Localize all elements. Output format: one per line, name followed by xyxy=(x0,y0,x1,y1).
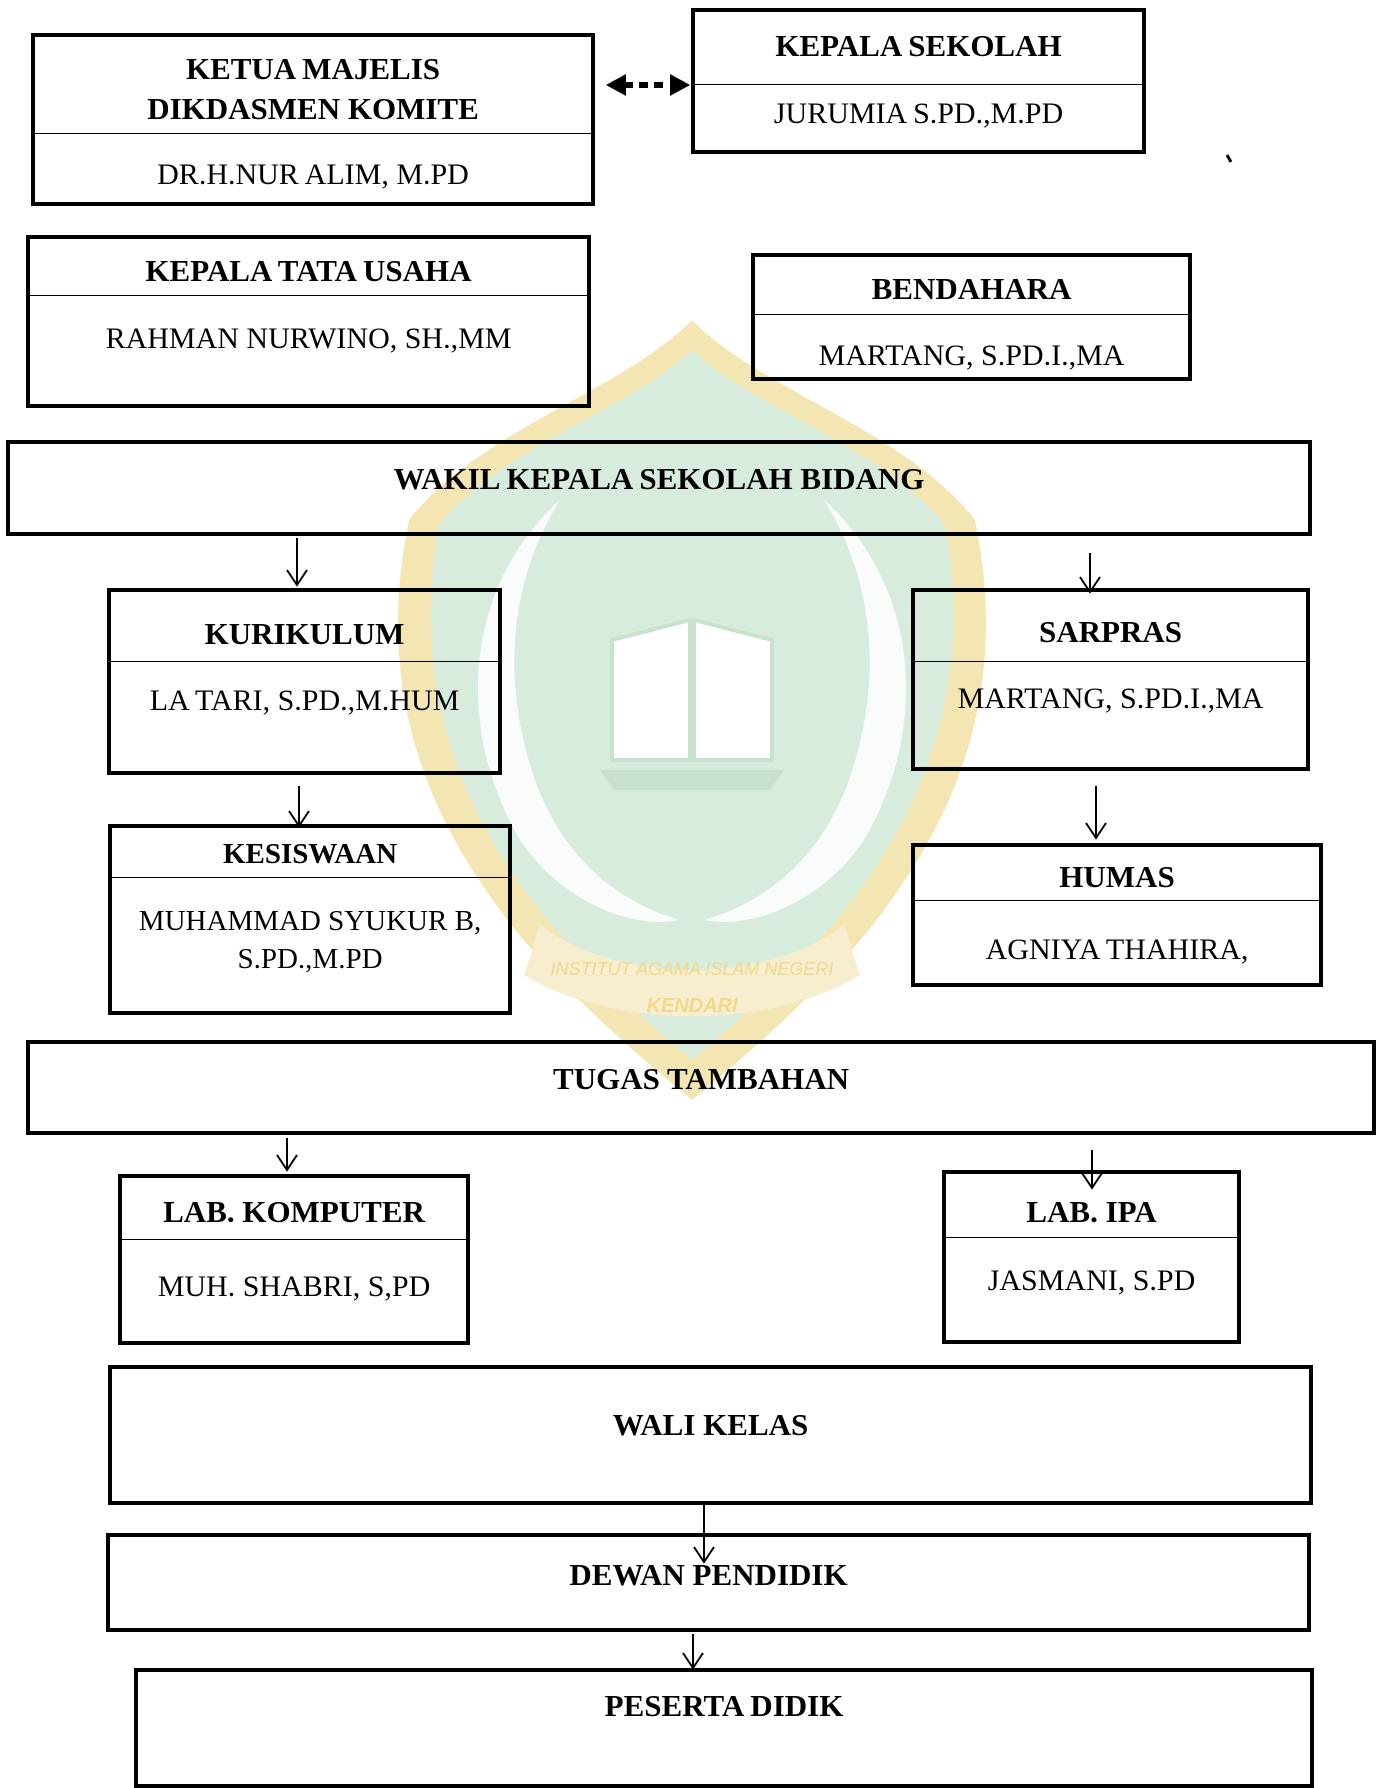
kepala-tata-usaha-title: KEPALA TATA USAHA xyxy=(30,239,587,296)
kurikulum-title: KURIKULUM xyxy=(111,592,498,662)
wali-kelas-title: WALI KELAS xyxy=(612,1407,809,1442)
ketua-majelis-box: KETUA MAJELIS DIKDASMEN KOMITE DR.H.NUR … xyxy=(31,33,595,206)
lab-ipa-name: JASMANI, S.PD xyxy=(987,1264,1196,1297)
kurikulum-name: LA TARI, S.PD.,M.HUM xyxy=(149,684,460,717)
dewan-pendidik-box: DEWAN PENDIDIK xyxy=(106,1533,1311,1632)
kesiswaan-title: KESISWAAN xyxy=(112,828,508,878)
kurikulum-box: KURIKULUM LA TARI, S.PD.,M.HUM xyxy=(107,588,502,775)
arrow-down-icon xyxy=(1081,1150,1103,1190)
wali-kelas-box: WALI KELAS xyxy=(108,1365,1313,1505)
ketua-majelis-title: KETUA MAJELIS DIKDASMEN KOMITE xyxy=(35,37,591,134)
lab-komputer-title: LAB. KOMPUTER xyxy=(122,1178,466,1240)
wakil-kepala-box: WAKIL KEPALA SEKOLAH BIDANG xyxy=(6,440,1312,536)
bendahara-title: BENDAHARA xyxy=(755,257,1188,315)
dewan-pendidik-title: DEWAN PENDIDIK xyxy=(569,1557,848,1592)
humas-title: HUMAS xyxy=(915,847,1319,901)
lab-komputer-name: MUH. SHABRI, S,PD xyxy=(157,1270,431,1303)
humas-box: HUMAS AGNIYA THAHIRA, xyxy=(911,843,1323,987)
watermark-city-text: KENDARI xyxy=(646,995,738,1017)
wakil-kepala-title: WAKIL KEPALA SEKOLAH BIDANG xyxy=(393,461,925,496)
arrow-down-icon xyxy=(693,1505,715,1564)
tugas-tambahan-title: TUGAS TAMBAHAN xyxy=(553,1061,849,1096)
kepala-tata-usaha-name: RAHMAN NURWINO, SH.,MM xyxy=(105,322,512,355)
arrow-down-icon xyxy=(286,538,308,587)
stray-mark xyxy=(1225,154,1233,163)
arrow-down-icon xyxy=(1079,553,1101,594)
sarpras-name: MARTANG, S.PD.I.,MA xyxy=(957,682,1264,715)
watermark-book-icon xyxy=(610,617,774,762)
watermark-book-base xyxy=(600,770,784,790)
arrow-down-icon xyxy=(682,1634,704,1670)
lab-komputer-box: LAB. KOMPUTER MUH. SHABRI, S,PD xyxy=(118,1174,470,1345)
ketua-majelis-name: DR.H.NUR ALIM, M.PD xyxy=(157,158,469,191)
peserta-didik-title: PESERTA DIDIK xyxy=(604,1688,844,1723)
double-arrow-icon xyxy=(606,74,690,96)
humas-name: AGNIYA THAHIRA, xyxy=(985,933,1249,966)
lab-ipa-title: LAB. IPA xyxy=(946,1174,1237,1238)
bendahara-name: MARTANG, S.PD.I.,MA xyxy=(818,339,1125,372)
kesiswaan-box: KESISWAAN MUHAMMAD SYUKUR B, S.PD.,M.PD xyxy=(108,824,512,1015)
arrow-down-icon xyxy=(288,786,310,828)
kepala-sekolah-title: KEPALA SEKOLAH xyxy=(695,12,1142,85)
kepala-tata-usaha-box: KEPALA TATA USAHA RAHMAN NURWINO, SH.,MM xyxy=(26,235,591,408)
kepala-sekolah-name: JURUMIA S.PD.,M.PD xyxy=(773,97,1064,130)
watermark-laurel-left xyxy=(477,500,680,922)
watermark-laurel-right xyxy=(704,500,907,922)
watermark-ribbon xyxy=(524,925,860,1017)
sarpras-box: SARPRAS MARTANG, S.PD.I.,MA xyxy=(911,588,1310,771)
arrow-down-icon xyxy=(276,1138,298,1172)
tugas-tambahan-box: TUGAS TAMBAHAN xyxy=(26,1040,1376,1135)
kesiswaan-name: MUHAMMAD SYUKUR B, S.PD.,M.PD xyxy=(138,905,482,975)
lab-ipa-box: LAB. IPA JASMANI, S.PD xyxy=(942,1170,1241,1344)
kepala-sekolah-box: KEPALA SEKOLAH JURUMIA S.PD.,M.PD xyxy=(691,8,1146,154)
watermark-institution-text: INSTITUT AGAMA ISLAM NEGERI xyxy=(551,959,834,979)
sarpras-title: SARPRAS xyxy=(915,592,1306,662)
bendahara-box: BENDAHARA MARTANG, S.PD.I.,MA xyxy=(751,253,1192,381)
arrow-down-icon xyxy=(1085,786,1107,840)
